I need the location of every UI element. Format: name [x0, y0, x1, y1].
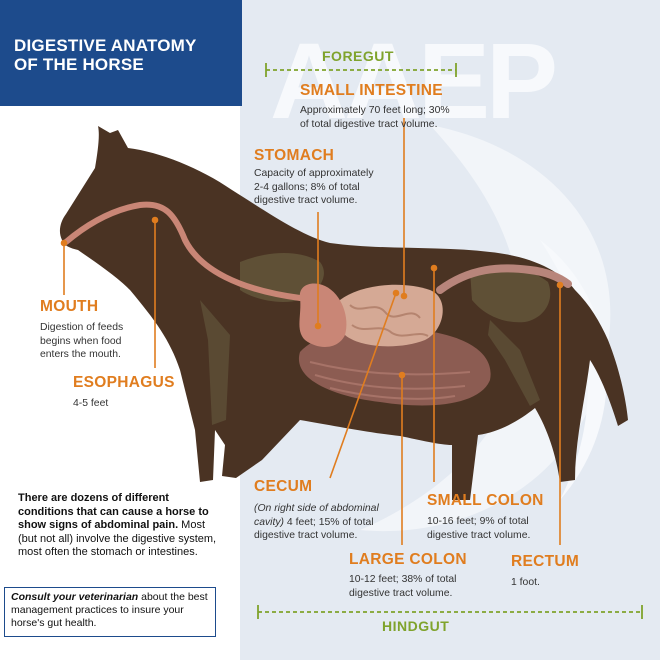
stomach-organ: [299, 283, 347, 347]
esophagus-organ: [63, 201, 303, 301]
stomach-desc: Capacity of approximately 2-4 gallons; 8…: [254, 168, 374, 207]
esophagus-desc: 4-5 feet: [73, 398, 109, 409]
rectum-label: RECTUM: [511, 553, 580, 570]
cecum-label: CECUM: [254, 478, 313, 495]
small-colon-desc: 10-16 feet; 9% of total digestive tract …: [427, 516, 531, 541]
large-colon-label: LARGE COLON: [349, 551, 467, 568]
foregut-label: FOREGUT: [322, 48, 394, 64]
title-box: DIGESTIVE ANATOMY OF THE HORSE: [0, 0, 242, 106]
small-colon-label: SMALL COLON: [427, 492, 544, 509]
stomach-label: STOMACH: [254, 147, 335, 164]
page-title: DIGESTIVE ANATOMY OF THE HORSE: [14, 36, 197, 74]
mouth-label: MOUTH: [40, 298, 99, 315]
mouth-desc: Digestion of feeds begins when food ente…: [40, 322, 124, 361]
rectum-desc: 1 foot.: [511, 577, 540, 588]
consult-callout: Consult your veterinarian about the best…: [4, 587, 216, 637]
large-colon-organ: [298, 326, 491, 406]
abdominal-pain-note: There are dozens of different conditions…: [18, 492, 217, 559]
large-colon-desc: 10-12 feet; 38% of total digestive tract…: [349, 574, 457, 599]
cecum-desc: (On right side of abdominal cavity) 4 fe…: [254, 503, 379, 542]
small-intestine-desc: Approximately 70 feet long; 30% of total…: [300, 105, 450, 130]
small-intestine-label: SMALL INTESTINE: [300, 82, 443, 99]
small-colon-organ: [436, 264, 572, 294]
foregut-bracket: [265, 63, 457, 77]
esophagus-label: ESOPHAGUS: [73, 374, 175, 391]
hindgut-bracket: [257, 605, 643, 619]
hindgut-label: HINDGUT: [382, 618, 450, 634]
watermark-text: AAEP: [270, 20, 555, 141]
